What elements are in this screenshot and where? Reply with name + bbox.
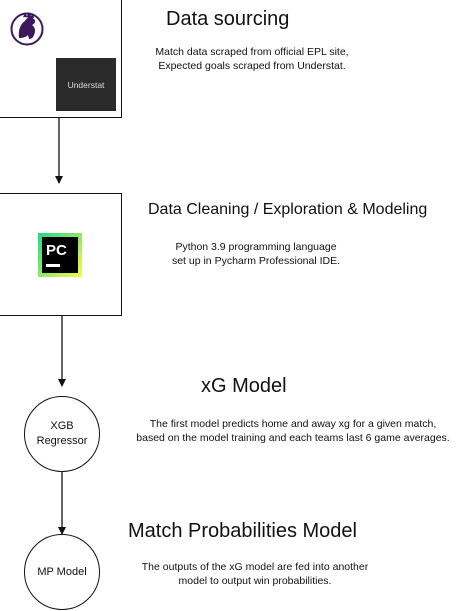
data-sourcing-description: Match data scraped from official EPL sit… xyxy=(144,46,360,73)
xg-model-line-1: The first model predicts home and away x… xyxy=(149,418,437,430)
xg-model-heading: xG Model xyxy=(201,375,287,397)
pycharm-icon-text: PC xyxy=(46,242,67,259)
understat-logo-text: Understat xyxy=(67,79,105,90)
xgb-node-line-2: Regressor xyxy=(36,435,88,447)
data-sourcing-line-2: Expected goals scraped from Understat. xyxy=(158,59,346,72)
mp-model-heading: Match Probabilities Model xyxy=(128,520,357,542)
xgb-node-line-1: XGB xyxy=(50,420,74,433)
xg-model-line-2: based on the model training and each tea… xyxy=(136,431,450,444)
data-sourcing-heading: Data sourcing xyxy=(166,8,290,30)
mp-model-line-1: The outputs of the xG model are fed into… xyxy=(141,561,369,573)
pycharm-icon: PC xyxy=(38,233,82,277)
premier-league-lion-icon xyxy=(10,12,44,46)
xgb-regressor-node: XGB Regressor xyxy=(24,396,100,472)
mp-model-line-2: model to output win probabilities. xyxy=(178,574,332,587)
xg-model-description: The first model predicts home and away x… xyxy=(124,418,462,445)
data-cleaning-line-2: set up in Pycharm Professional IDE. xyxy=(171,254,341,267)
data-cleaning-description: Python 3.9 programming language set up i… xyxy=(164,241,348,268)
mp-model-description: The outputs of the xG model are fed into… xyxy=(128,561,382,588)
understat-logo: Understat xyxy=(56,58,116,111)
data-sourcing-line-1: Match data scraped from official EPL sit… xyxy=(155,46,349,58)
data-cleaning-line-1: Python 3.9 programming language xyxy=(175,241,337,253)
data-cleaning-heading: Data Cleaning / Exploration & Modeling xyxy=(148,201,428,218)
mp-model-node: MP Model xyxy=(24,534,100,610)
mp-node-label: MP Model xyxy=(37,565,87,578)
